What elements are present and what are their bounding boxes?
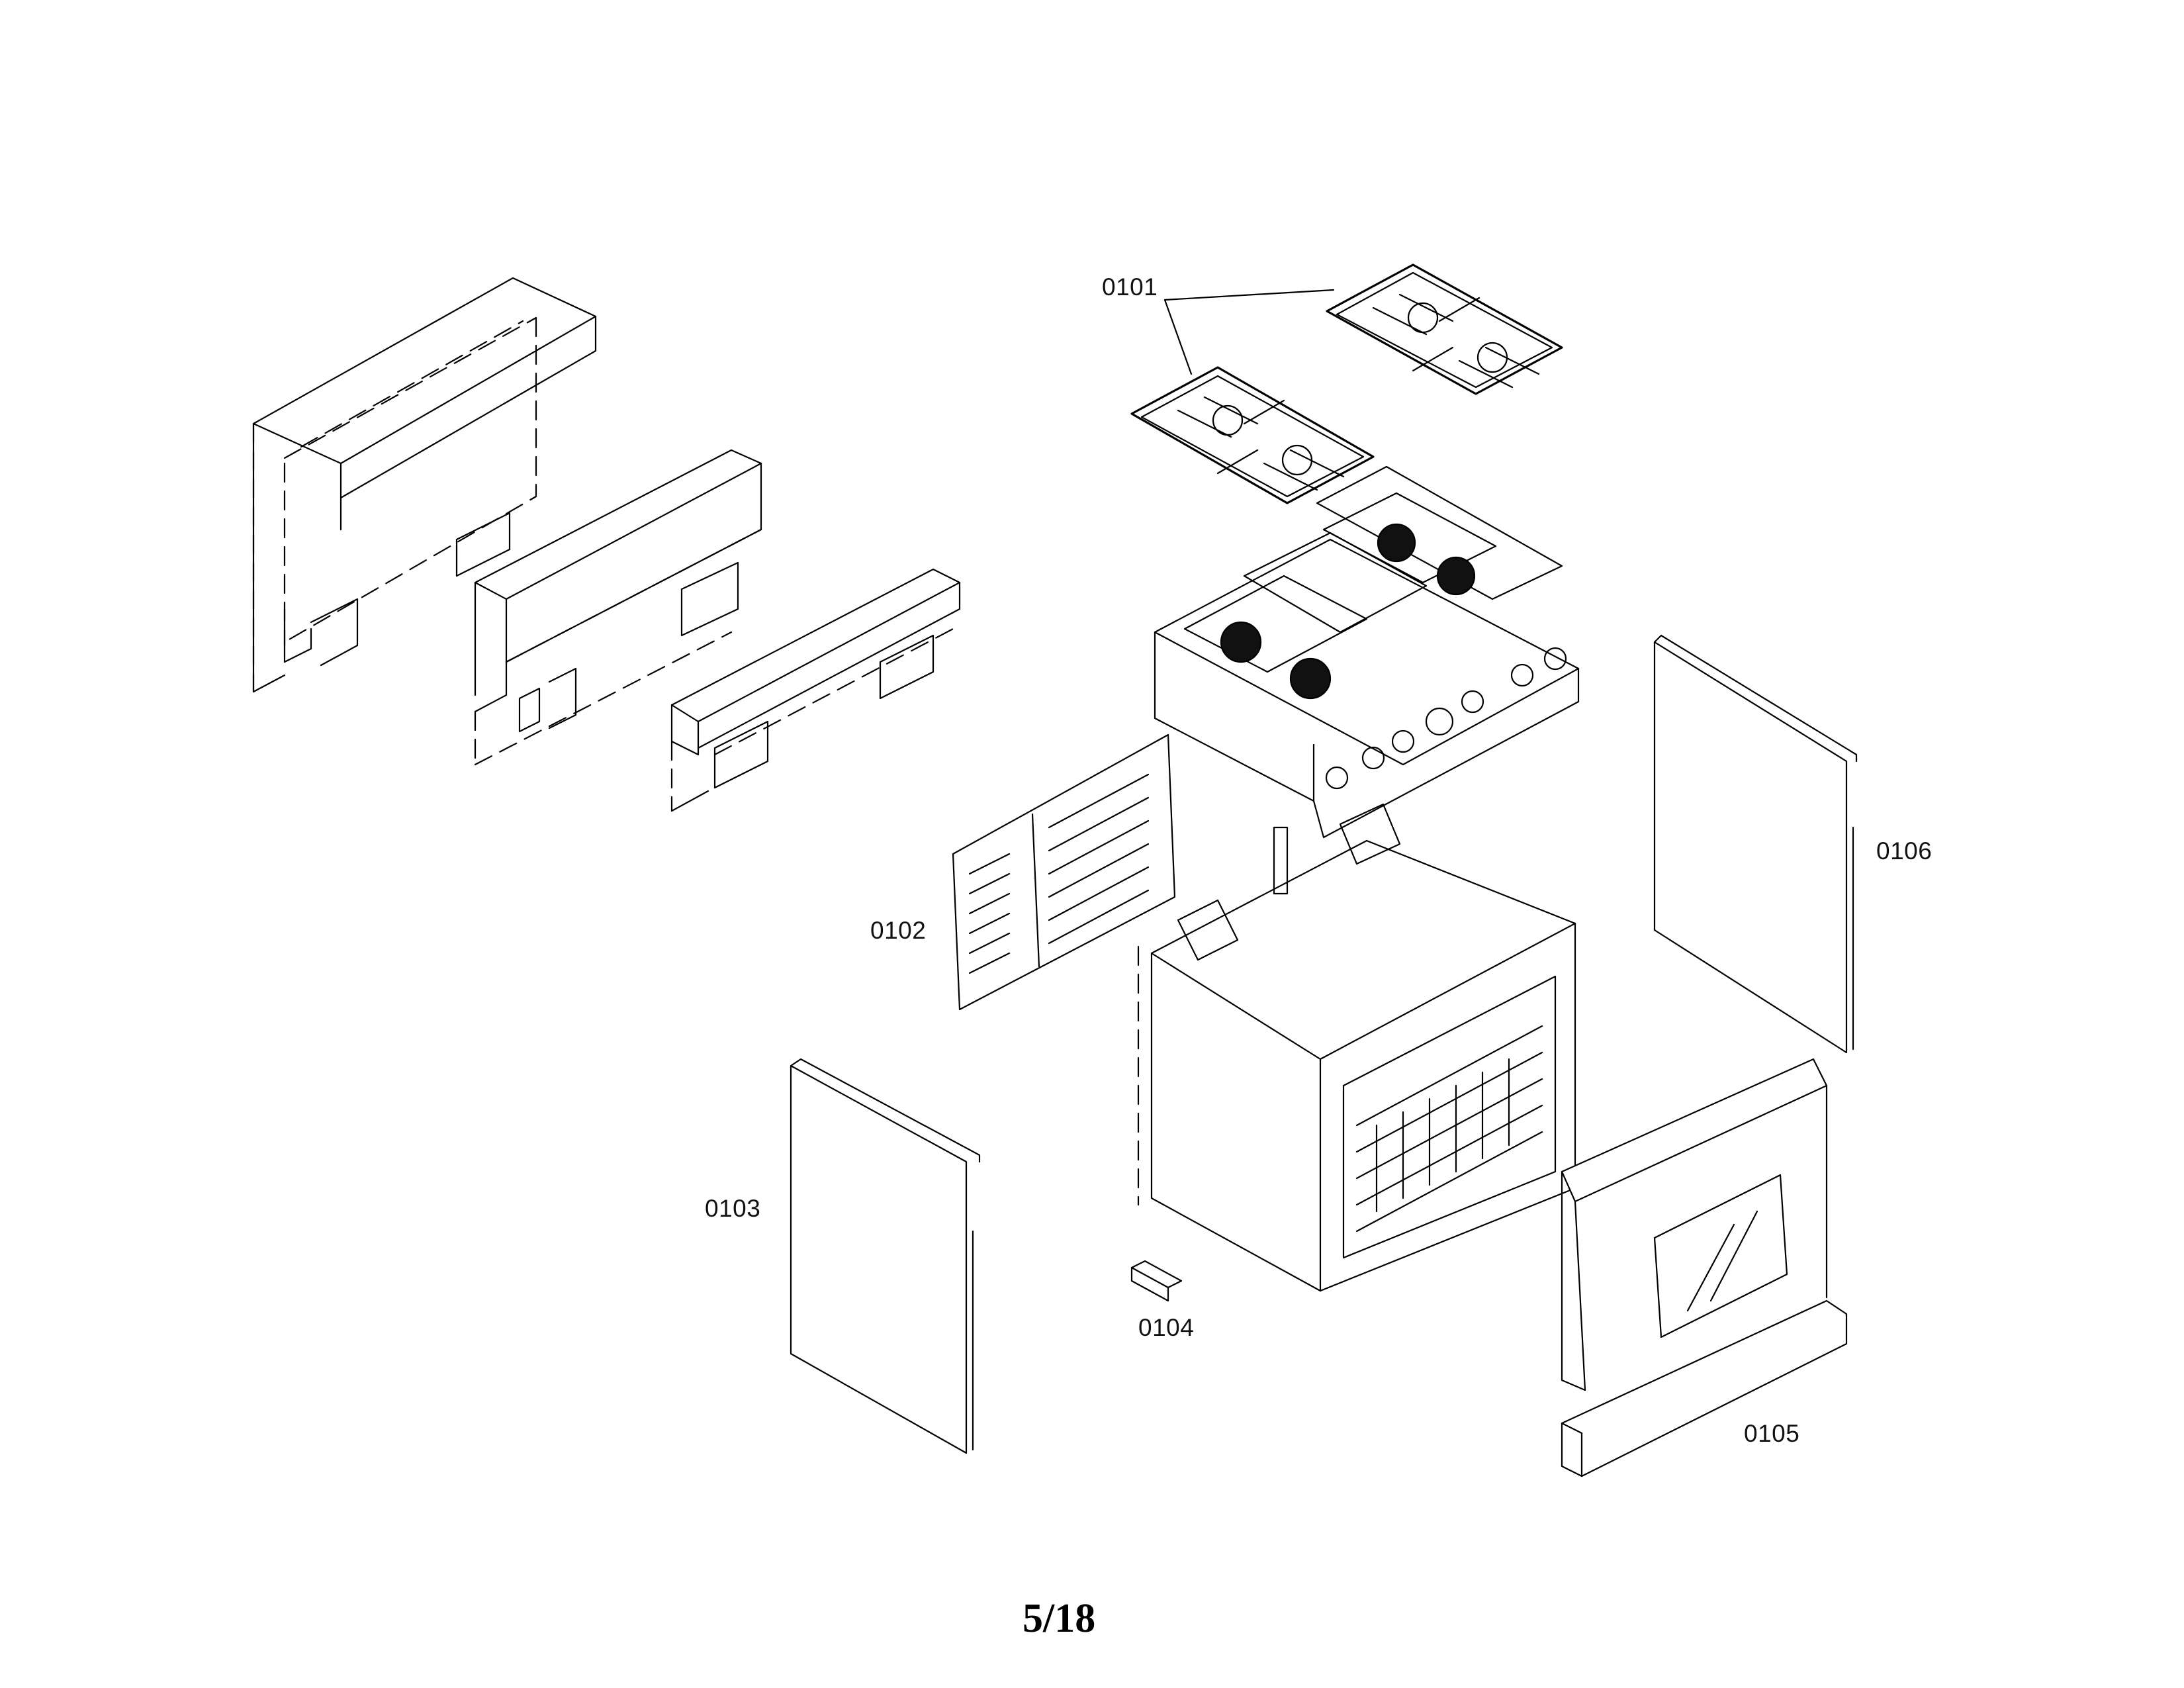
backguard-medium <box>474 449 762 766</box>
side-panel-left <box>790 1058 981 1454</box>
cooktop <box>1154 465 1580 839</box>
bracket <box>1130 1260 1183 1302</box>
grate-right <box>1326 263 1563 395</box>
callout-leader-0101 <box>1163 289 1335 375</box>
backguard-tall <box>252 277 597 693</box>
callout-0104: 0104 <box>1138 1314 1195 1341</box>
callout-0105: 0105 <box>1744 1420 1800 1447</box>
oven-door <box>1561 1058 1848 1477</box>
side-panel-right <box>1653 634 1858 1054</box>
louvered-panel <box>952 733 1176 1011</box>
page-number: 5/18 <box>1023 1596 1096 1641</box>
callout-0106: 0106 <box>1876 837 1933 865</box>
callout-0102: 0102 <box>870 917 927 944</box>
backguard-low <box>670 568 961 812</box>
callout-0103: 0103 <box>705 1195 761 1222</box>
grate-left <box>1130 366 1375 504</box>
callout-0101: 0101 <box>1102 273 1158 301</box>
oven-body <box>1137 803 1576 1292</box>
